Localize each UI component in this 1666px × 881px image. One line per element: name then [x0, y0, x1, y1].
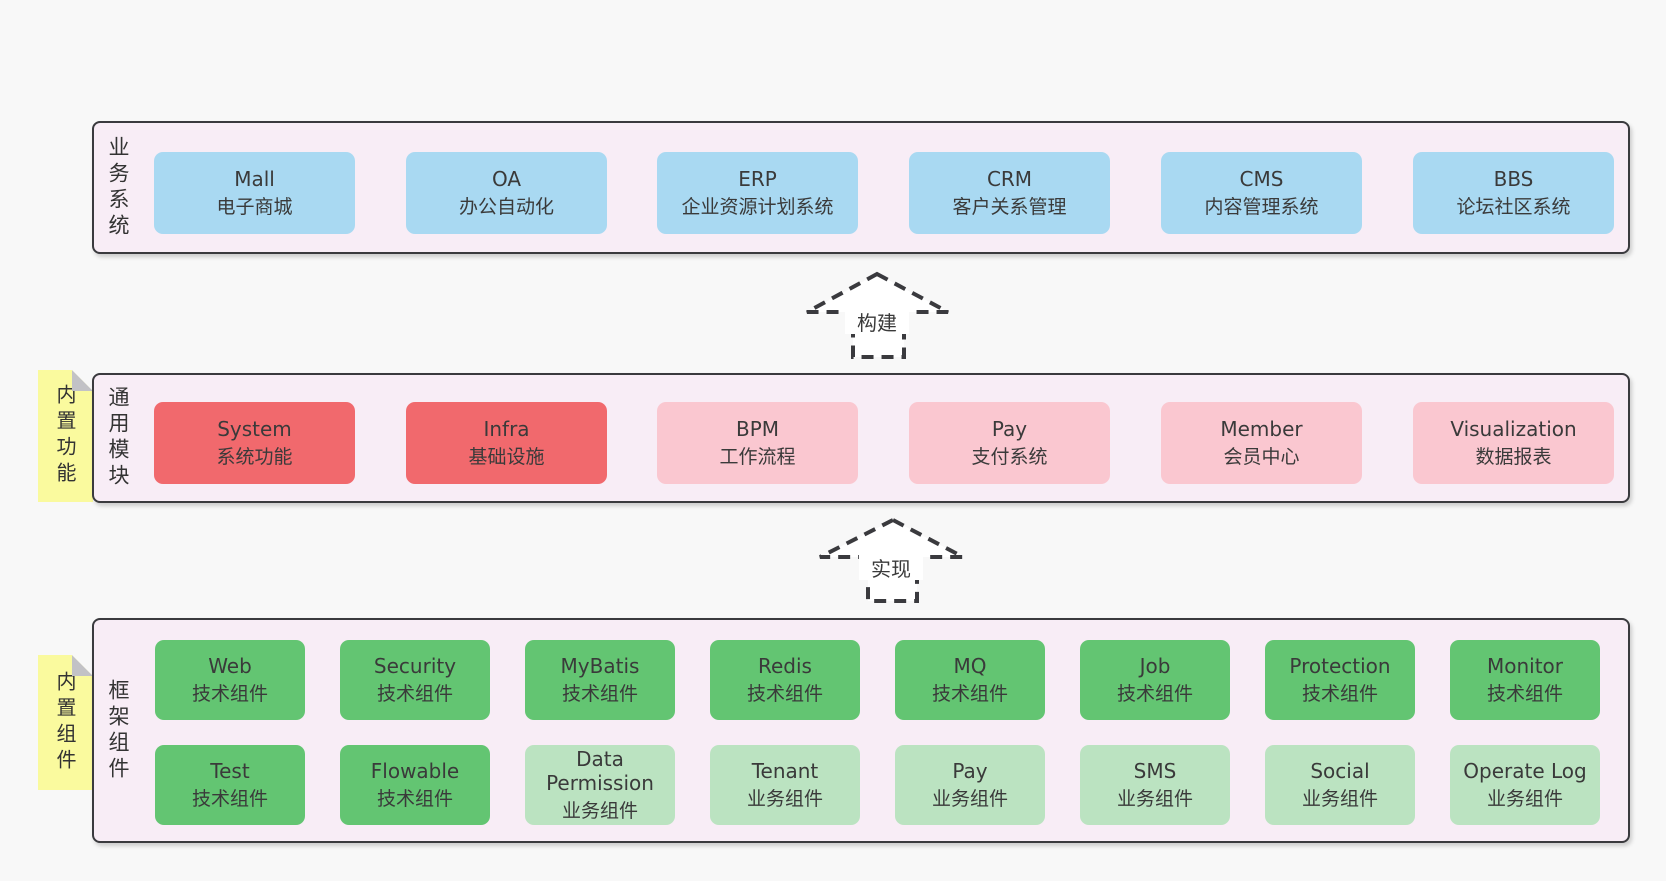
box-mall: Mall 电子商城	[154, 152, 355, 234]
box-web: Web 技术组件	[155, 640, 305, 720]
box-crm: CRM 客户关系管理	[909, 152, 1110, 234]
sticky-note-label: 内置组件	[53, 670, 77, 775]
box-subtitle: 电子商城	[216, 196, 293, 219]
box-subtitle: 支付系统	[971, 446, 1048, 469]
box-mybatis: MyBatis 技术组件	[525, 640, 675, 720]
box-bpm: BPM 工作流程	[657, 402, 858, 484]
box-security: Security 技术组件	[340, 640, 490, 720]
arrow-build-label: 构建	[845, 308, 909, 335]
box-pay-component: Pay 业务组件	[895, 745, 1045, 825]
box-subtitle: 业务组件	[931, 788, 1008, 811]
box-subtitle: 业务组件	[1116, 788, 1193, 811]
box-subtitle: 业务组件	[1486, 788, 1563, 811]
box-title: MyBatis	[560, 654, 640, 679]
box-title: Visualization	[1450, 417, 1577, 442]
box-subtitle: 客户关系管理	[952, 196, 1067, 219]
box-mq: MQ 技术组件	[895, 640, 1045, 720]
box-title: OA	[491, 167, 522, 192]
box-title: Infra	[483, 417, 530, 442]
box-title: Social	[1310, 759, 1370, 784]
box-title: MQ	[953, 654, 987, 679]
box-subtitle: 内容管理系统	[1204, 196, 1319, 219]
box-operate-log: Operate Log 业务组件	[1450, 745, 1600, 825]
box-subtitle: 系统功能	[216, 446, 293, 469]
box-title: Mall	[234, 167, 275, 192]
section-framework-components: 框架组件 Web 技术组件 Security 技术组件 MyBatis 技术组件…	[92, 618, 1630, 843]
box-redis: Redis 技术组件	[710, 640, 860, 720]
box-title: Flowable	[370, 759, 460, 784]
box-title: System	[217, 417, 292, 442]
box-test: Test 技术组件	[155, 745, 305, 825]
box-subtitle: 办公自动化	[458, 196, 554, 219]
box-subtitle: 技术组件	[376, 683, 453, 706]
box-title: Operate Log	[1463, 759, 1587, 784]
box-title: CRM	[986, 167, 1033, 192]
box-title: BPM	[735, 417, 780, 442]
box-cms: CMS 内容管理系统	[1161, 152, 1362, 234]
sticky-note-builtin-components: 内置组件	[38, 655, 93, 790]
box-title: Tenant	[751, 759, 819, 784]
box-subtitle: 技术组件	[561, 683, 638, 706]
box-title: CMS	[1239, 167, 1284, 192]
box-title: Web	[208, 654, 252, 679]
box-subtitle: 基础设施	[468, 446, 545, 469]
box-subtitle: 技术组件	[376, 788, 453, 811]
box-erp: ERP 企业资源计划系统	[657, 152, 858, 234]
box-flowable: Flowable 技术组件	[340, 745, 490, 825]
box-title: Data Permission	[546, 747, 654, 796]
box-subtitle: 业务组件	[561, 800, 638, 823]
box-title: SMS	[1133, 759, 1177, 784]
box-system: System 系统功能	[154, 402, 355, 484]
box-subtitle: 会员中心	[1223, 446, 1300, 469]
arrow-implement-label: 实现	[859, 554, 923, 581]
box-pay: Pay 支付系统	[909, 402, 1110, 484]
box-title: Redis	[758, 654, 812, 679]
box-job: Job 技术组件	[1080, 640, 1230, 720]
section-business-systems: 业务系统 Mall 电子商城 OA 办公自动化 ERP 企业资源计划系统 CRM…	[92, 121, 1630, 254]
box-title: Job	[1139, 654, 1171, 679]
section-common-modules: 通用模块 System 系统功能 Infra 基础设施 BPM 工作流程 Pay…	[92, 373, 1630, 503]
sticky-note-fold-corner	[72, 370, 93, 391]
box-subtitle: 技术组件	[1486, 683, 1563, 706]
box-title: Protection	[1289, 654, 1391, 679]
box-title: Member	[1220, 417, 1303, 442]
box-social: Social 业务组件	[1265, 745, 1415, 825]
box-sms: SMS 业务组件	[1080, 745, 1230, 825]
box-monitor: Monitor 技术组件	[1450, 640, 1600, 720]
sticky-note-builtin-features: 内置功能	[38, 370, 93, 502]
box-title: Pay	[952, 759, 988, 784]
box-title: Monitor	[1486, 654, 1564, 679]
box-subtitle: 业务组件	[746, 788, 823, 811]
box-title: Security	[373, 654, 457, 679]
box-title: Pay	[991, 417, 1028, 442]
box-protection: Protection 技术组件	[1265, 640, 1415, 720]
box-oa: OA 办公自动化	[406, 152, 607, 234]
box-data-permission: Data Permission 业务组件	[525, 745, 675, 825]
section-label-modules: 通用模块	[106, 386, 130, 490]
sticky-note-label: 内置功能	[53, 384, 77, 488]
box-subtitle: 技术组件	[191, 788, 268, 811]
box-tenant: Tenant 业务组件	[710, 745, 860, 825]
box-subtitle: 技术组件	[191, 683, 268, 706]
box-subtitle: 技术组件	[1301, 683, 1378, 706]
box-title: Test	[210, 759, 250, 784]
box-subtitle: 业务组件	[1301, 788, 1378, 811]
box-subtitle: 工作流程	[719, 446, 796, 469]
box-subtitle: 企业资源计划系统	[681, 196, 834, 219]
box-visualization: Visualization 数据报表	[1413, 402, 1614, 484]
box-subtitle: 数据报表	[1475, 446, 1552, 469]
box-subtitle: 技术组件	[746, 683, 823, 706]
box-title: ERP	[738, 167, 777, 192]
box-infra: Infra 基础设施	[406, 402, 607, 484]
section-label-components: 框架组件	[106, 678, 130, 783]
box-member: Member 会员中心	[1161, 402, 1362, 484]
sticky-note-fold-corner	[72, 655, 93, 676]
box-subtitle: 论坛社区系统	[1456, 196, 1571, 219]
box-title: BBS	[1493, 167, 1534, 192]
box-subtitle: 技术组件	[931, 683, 1008, 706]
box-subtitle: 技术组件	[1116, 683, 1193, 706]
box-bbs: BBS 论坛社区系统	[1413, 152, 1614, 234]
section-label-business: 业务系统	[106, 135, 130, 240]
